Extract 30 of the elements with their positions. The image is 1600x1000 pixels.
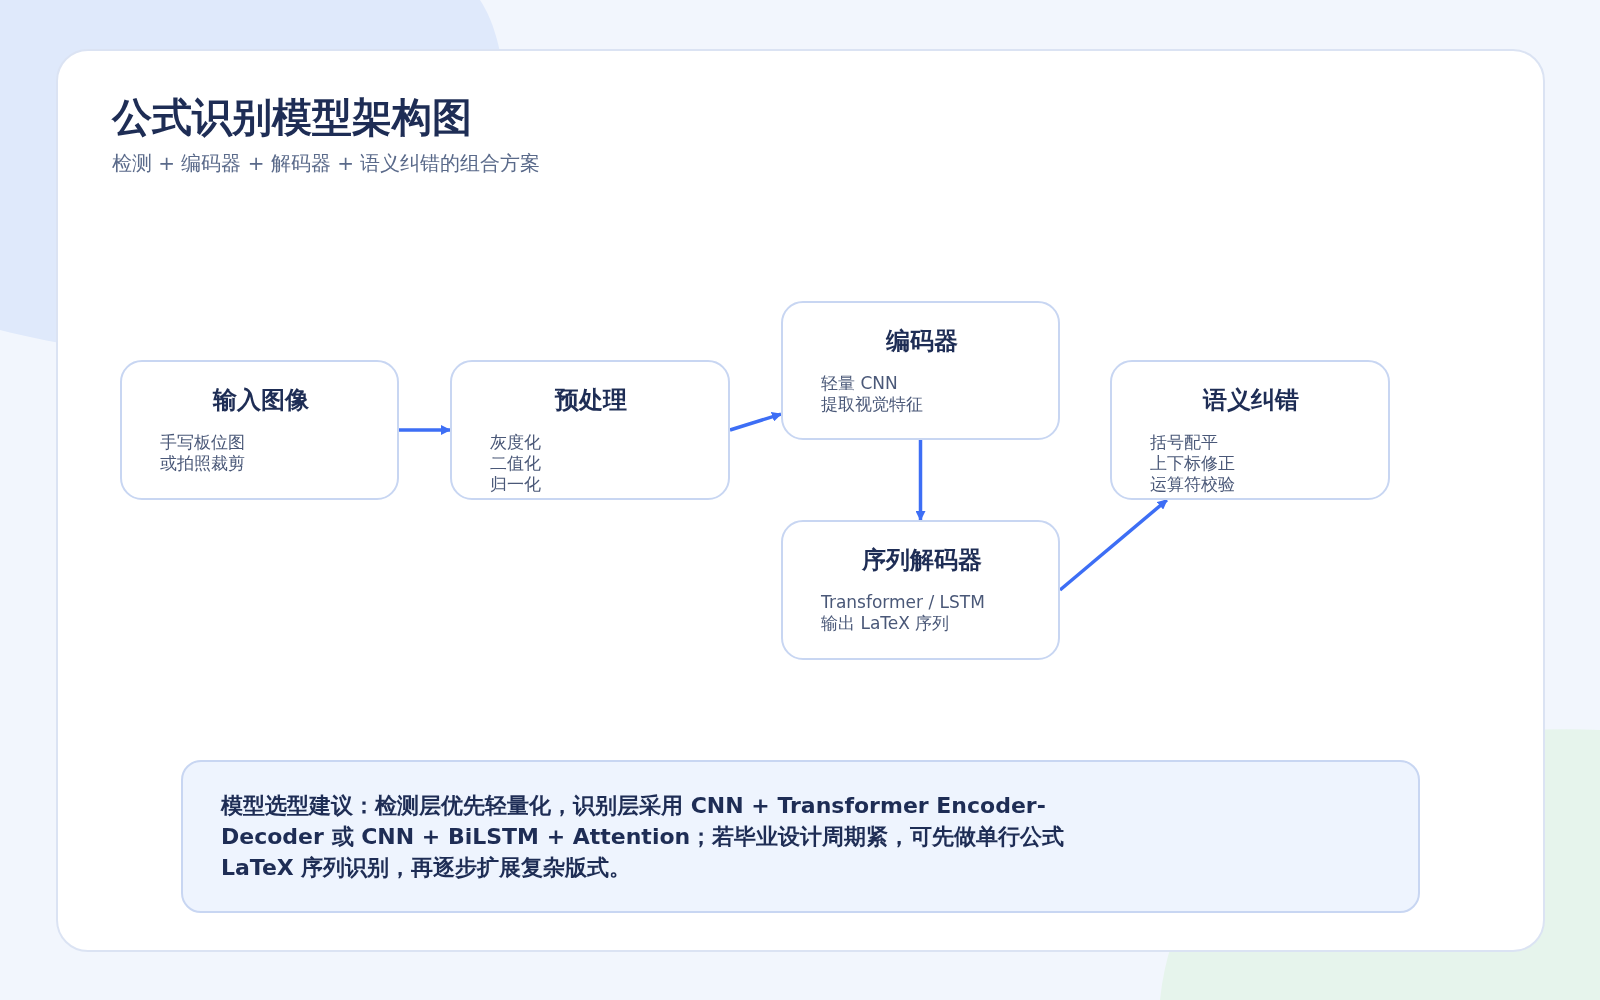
note-text: 模型选型建议：检测层优先轻量化，识别层采用 CNN + Transformer Encoder-Decoder 或 CNN + BiLSTM + Attention；若毕业设计周期紧，可先做单行公式 LaTeX 序列识别，再逐步扩展复杂版式。 (221, 792, 1066, 882)
process-box (781, 520, 1060, 660)
node-text: 上下标修正 (1150, 453, 1236, 474)
node-title: 语义纠错 (1201, 385, 1300, 416)
node-text: 提取视觉特征 (821, 394, 924, 415)
node-text: 轻量 CNN (821, 373, 899, 394)
arrow (729, 412, 782, 432)
subtitle: 检测 + 编码器 + 解码器 + 语义纠错的组合方案 (112, 150, 541, 177)
node-text: 手写板位图 (160, 432, 246, 453)
node-title: 编码器 (884, 326, 959, 357)
process-box (450, 360, 730, 500)
title: 公式识别模型架构图 (112, 93, 472, 142)
arrow (399, 425, 451, 435)
node-text: 括号配平 (1150, 432, 1219, 453)
node-title: 序列解码器 (860, 545, 983, 576)
process-box (1110, 360, 1390, 500)
node-title: 预处理 (553, 385, 628, 416)
process-box (120, 360, 399, 500)
node-text: 运算符校验 (1150, 474, 1236, 495)
node-title: 输入图像 (211, 385, 310, 416)
process-box (781, 301, 1060, 440)
node-text: 或拍照裁剪 (160, 453, 246, 474)
arrow (1058, 498, 1168, 592)
node-text: 二值化 (490, 453, 542, 474)
note-box (181, 760, 1420, 913)
node-text: 输出 LaTeX 序列 (821, 613, 951, 634)
node-text: 灰度化 (490, 432, 542, 453)
node-text: Transformer / LSTM (821, 592, 986, 613)
arrow (915, 440, 926, 521)
node-text: 归一化 (490, 474, 542, 495)
